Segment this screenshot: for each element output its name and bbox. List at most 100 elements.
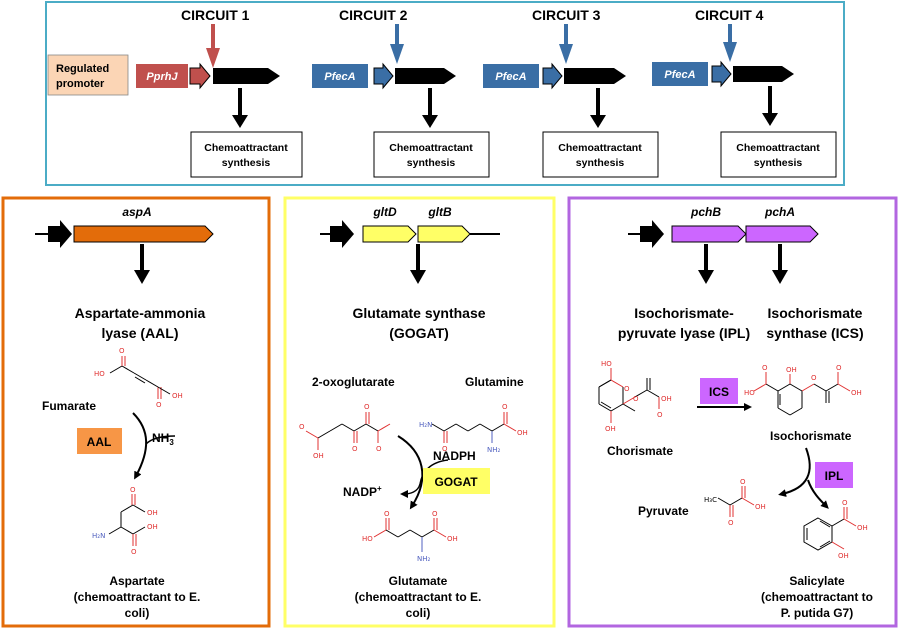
product-note: (chemoattractant to E.: [74, 590, 201, 604]
promoter-arrow: [189, 62, 211, 90]
aspartate-structure: [108, 494, 146, 546]
svg-text:O: O: [352, 445, 358, 453]
svg-text:O: O: [624, 385, 630, 393]
promoter-box: [136, 64, 188, 88]
output-label: Chemoattractant: [204, 142, 288, 154]
gene-gltB: [417, 225, 471, 243]
svg-text:O: O: [376, 445, 382, 453]
svg-text:O: O: [762, 364, 768, 372]
svg-text:P. putida G7): P. putida G7): [781, 606, 853, 620]
svg-text:coli): coli): [406, 606, 431, 620]
svg-text:synthesis: synthesis: [576, 157, 625, 169]
svg-text:OH: OH: [857, 524, 868, 532]
gene-label: aspA: [122, 205, 151, 219]
svg-text:OH: OH: [447, 535, 458, 543]
substrate-label: 2-oxoglutarate: [312, 375, 395, 389]
byproduct-label: Pyruvate: [638, 504, 689, 518]
svg-text:HO: HO: [362, 535, 373, 543]
svg-text:H₃C: H₃C: [704, 496, 717, 504]
svg-text:synthesis: synthesis: [222, 157, 271, 169]
svg-text:O: O: [811, 374, 817, 382]
circuit-2: CIRCUIT 2 PfecA Chemoattractant synthesi…: [312, 7, 490, 178]
enzyme-name: Glutamate synthase: [352, 305, 485, 321]
svg-text:OH: OH: [147, 523, 158, 531]
svg-text:PfecA: PfecA: [495, 71, 526, 83]
circuits-frame: [45, 1, 845, 186]
product-label: Aspartate: [109, 574, 165, 588]
glutamine-structure: [431, 412, 517, 443]
svg-text:synthesis: synthesis: [407, 157, 456, 169]
product-label: Salicylate: [789, 574, 845, 588]
circuit-1: CIRCUIT 1 PprhJ Chemoattractant synthesi…: [136, 7, 303, 178]
circuit-4-label: CIRCUIT 4: [695, 7, 764, 23]
svg-text:NH₂: NH₂: [417, 555, 431, 563]
substrate-label: Fumarate: [42, 399, 96, 413]
enzyme-name: Isochorismate-: [634, 305, 734, 321]
oxoglutarate-structure: [305, 412, 391, 450]
svg-text:O: O: [633, 395, 639, 403]
svg-text:IPL: IPL: [825, 469, 844, 483]
panel-salicylate: pchB pchA Isochorismate- pyruvate lyase …: [567, 196, 898, 628]
svg-text:O: O: [728, 519, 734, 527]
svg-text:pchA: pchA: [764, 205, 795, 219]
gene-block: [213, 68, 280, 84]
svg-text:Chemoattractant: Chemoattractant: [558, 142, 642, 154]
svg-text:O: O: [131, 548, 137, 556]
svg-text:AAL: AAL: [87, 435, 112, 449]
svg-text:OH: OH: [172, 392, 183, 400]
svg-text:GOGAT: GOGAT: [434, 475, 478, 489]
svg-text:gltB: gltB: [427, 205, 452, 219]
svg-text:OH: OH: [851, 389, 862, 397]
panel-aspartate: aspA Aspartate-ammonia lyase (AAL) HO O …: [1, 196, 271, 628]
enzyme-tag: [423, 468, 490, 494]
svg-text:O: O: [836, 364, 842, 372]
svg-text:pyruvate lyase (IPL): pyruvate lyase (IPL): [618, 325, 750, 341]
svg-text:Chemoattractant: Chemoattractant: [736, 142, 820, 154]
svg-text:Chemoattractant: Chemoattractant: [389, 142, 473, 154]
enzyme-tag-ics: [700, 378, 738, 404]
svg-text:O: O: [842, 499, 848, 507]
product-note: (chemoattractant to: [761, 590, 873, 604]
circuit-1-label: CIRCUIT 1: [181, 7, 250, 23]
svg-text:O: O: [502, 403, 508, 411]
circuit-3-label: CIRCUIT 3: [532, 7, 601, 23]
circuit-2-label: CIRCUIT 2: [339, 7, 408, 23]
svg-text:synthase (ICS): synthase (ICS): [766, 325, 863, 341]
substrate-label: Chorismate: [607, 444, 673, 458]
circuit-3: CIRCUIT 3 PfecA Chemoattractant synthesi…: [483, 7, 659, 178]
svg-text:O: O: [657, 411, 663, 419]
svg-text:O: O: [130, 486, 136, 494]
chorismate-structure: [598, 368, 660, 423]
svg-text:O: O: [740, 478, 746, 486]
svg-text:OH: OH: [838, 552, 849, 560]
svg-text:lyase (AAL): lyase (AAL): [101, 325, 178, 341]
svg-text:OH: OH: [313, 452, 324, 460]
isochorismate-structure: [753, 372, 851, 416]
svg-text:(GOGAT): (GOGAT): [389, 325, 449, 341]
svg-text:HO: HO: [601, 360, 612, 368]
intermediate-label: Isochorismate: [770, 429, 852, 443]
pyruvate-structure: [717, 486, 755, 517]
gene-aspA: [73, 225, 214, 243]
svg-text:H₂N: H₂N: [419, 421, 432, 429]
enzyme-name: Aspartate-ammonia: [75, 305, 206, 321]
svg-text:HO: HO: [744, 389, 755, 397]
svg-text:OH: OH: [661, 395, 672, 403]
cofactor-out: NADP+: [343, 484, 382, 499]
svg-text:OH: OH: [786, 366, 797, 374]
svg-text:O: O: [442, 445, 448, 453]
promoter-name: PprhJ: [146, 71, 178, 83]
svg-text:OH: OH: [755, 503, 766, 511]
substrate-label: Glutamine: [465, 375, 524, 389]
svg-text:OH: OH: [147, 509, 158, 517]
svg-text:coli): coli): [125, 606, 150, 620]
enzyme-tag-ipl: [815, 462, 853, 488]
cofactor-in: NADPH: [433, 449, 476, 463]
regulated-promoter-label: Regulated promoter: [47, 54, 129, 96]
svg-text:O: O: [432, 510, 438, 518]
svg-text:O: O: [299, 423, 305, 431]
enzyme-tag: [77, 428, 122, 454]
gene-pchA: [745, 225, 819, 243]
circuit-4: CIRCUIT 4 PfecA Chemoattractant synthesi…: [652, 7, 837, 178]
